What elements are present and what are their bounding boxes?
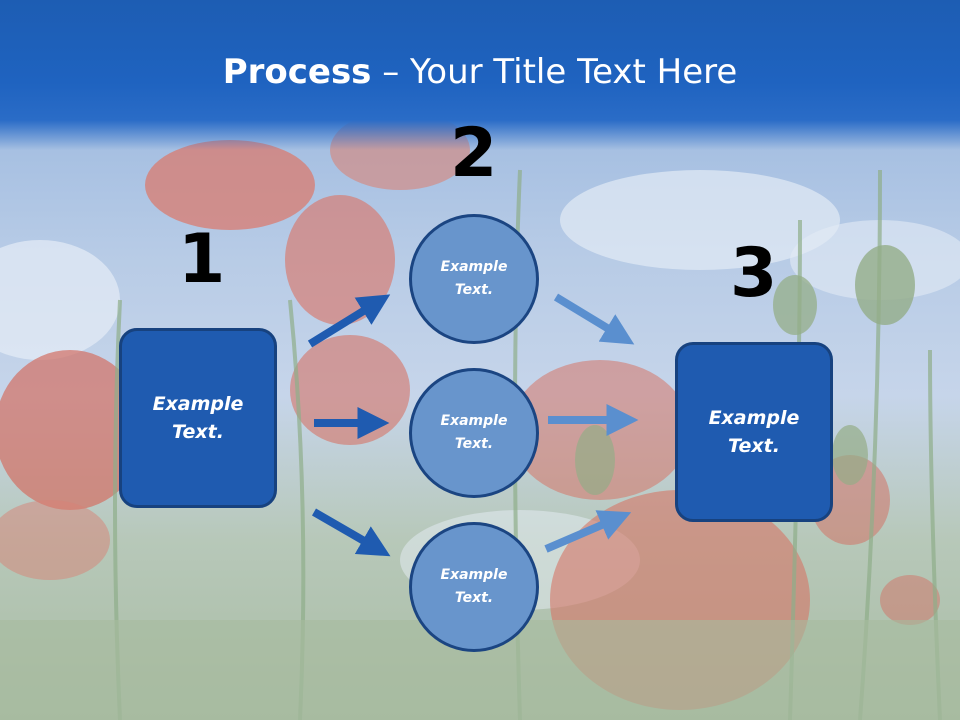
step-2-circle-middle[interactable]: Example Text. xyxy=(409,368,539,498)
step-1-label-line1: Example xyxy=(152,392,244,415)
step-3-label-line1: Example xyxy=(708,406,800,429)
circle-middle-label-line2: Text. xyxy=(454,436,494,452)
title-band xyxy=(0,0,960,150)
circle-top-label-line1: Example xyxy=(440,258,508,275)
step-2-circle-top[interactable]: Example Text. xyxy=(409,214,539,344)
step-number-3: 3 xyxy=(730,234,778,313)
step-number-1: 1 xyxy=(178,220,226,299)
page-title: Process – Your Title Text Here xyxy=(0,52,960,92)
step-2-circle-bottom[interactable]: Example Text. xyxy=(409,522,539,652)
circle-top-label-line2: Text. xyxy=(454,282,494,298)
circle-middle-label-line1: Example xyxy=(440,412,508,429)
title-strong: Process xyxy=(222,52,372,92)
title-rest: – Your Title Text Here xyxy=(371,52,738,92)
step-number-2: 2 xyxy=(450,114,498,193)
step-3-label-line2: Text. xyxy=(728,435,780,457)
arrow-from-top-circle xyxy=(553,293,635,345)
step-1-label-line2: Text. xyxy=(172,421,224,443)
arrow-to-bottom-circle xyxy=(311,508,391,557)
circle-bottom-label-line2: Text. xyxy=(454,590,494,606)
circle-bottom-label-line1: Example xyxy=(440,566,508,583)
step-3-box[interactable]: Example Text. xyxy=(675,342,833,522)
step-1-box[interactable]: Example Text. xyxy=(119,328,277,508)
arrow-from-bottom-circle xyxy=(544,510,632,553)
arrow-to-top-circle xyxy=(307,294,391,348)
